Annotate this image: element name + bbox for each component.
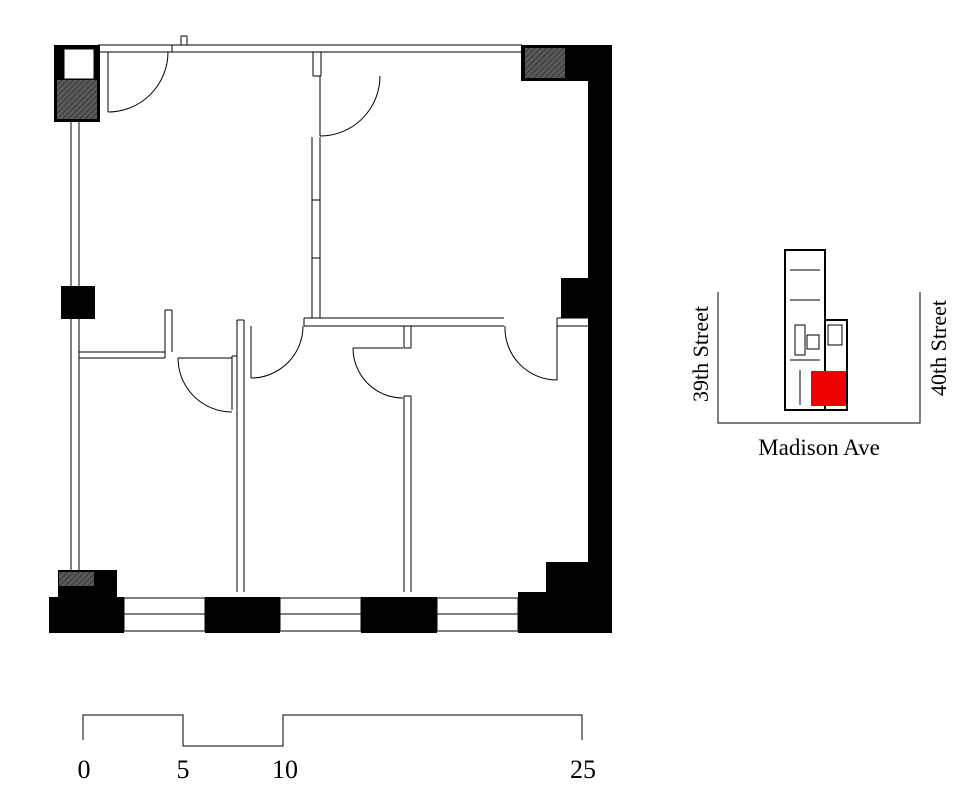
scale-bar — [82, 714, 583, 747]
building-footprint — [784, 249, 848, 411]
street-label-40th: 40th Street — [926, 300, 951, 396]
scale-tick-0: 0 — [78, 755, 91, 784]
scale-tick-5: 5 — [177, 755, 190, 784]
scale-tick-25: 25 — [570, 755, 596, 784]
south-facade — [49, 570, 612, 633]
street-label-39th: 39th Street — [688, 306, 713, 402]
exterior-walls — [70, 44, 522, 570]
interior-partitions — [79, 35, 588, 592]
key-map: 39th Street 40th Street Madison Ave — [688, 249, 951, 460]
columns — [54, 45, 569, 586]
scale-bar-labels: 0 5 10 25 — [78, 755, 597, 784]
east-structural-wall — [546, 45, 612, 633]
door-swings — [107, 51, 558, 413]
scale-tick-10: 10 — [272, 755, 298, 784]
street-label-madison: Madison Ave — [758, 435, 880, 460]
highlighted-suite — [811, 371, 846, 406]
